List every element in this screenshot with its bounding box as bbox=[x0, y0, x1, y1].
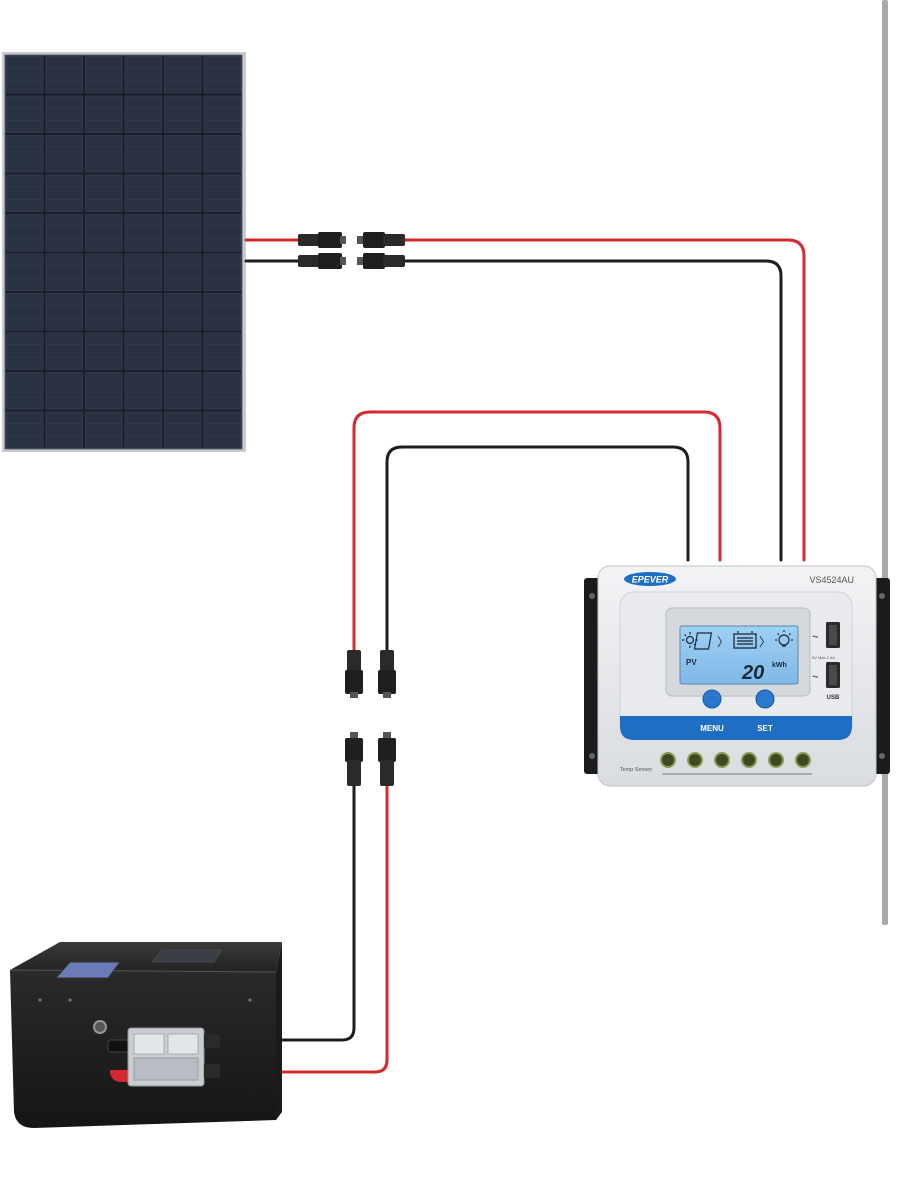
battery-positive-wire-upper bbox=[352, 410, 722, 654]
battery-positive-wire-lower bbox=[208, 784, 389, 1074]
terminal-screw bbox=[795, 752, 811, 768]
charge-controller: EPEVER VS4524AU PV 〉 〉 bbox=[584, 565, 890, 787]
lcd-pv-label: PV bbox=[686, 658, 697, 667]
set-button[interactable] bbox=[755, 689, 775, 709]
model-number: VS4524AU bbox=[809, 575, 854, 585]
solar-panel bbox=[2, 52, 246, 452]
mount-bracket-left bbox=[584, 578, 600, 774]
menu-button-label: MENU bbox=[700, 724, 724, 733]
usb-ports: ⏦ ⏦ 5V Max 2.4A USB bbox=[812, 622, 840, 701]
epever-logo: EPEVER bbox=[624, 572, 676, 586]
mc4-connector-icon bbox=[357, 232, 405, 248]
wiring bbox=[208, 238, 806, 1074]
terminal-block: Temp Sensor bbox=[620, 752, 812, 775]
mc4-connector-icon bbox=[357, 253, 405, 269]
wall-edge bbox=[882, 0, 888, 925]
mc4-connector-icon bbox=[298, 232, 346, 248]
pv-positive-to-controller bbox=[402, 238, 806, 562]
terminal-screw bbox=[768, 752, 784, 768]
battery-negative-wire-lower bbox=[218, 784, 356, 1042]
battery-display bbox=[54, 961, 121, 979]
lcd-value: 20 bbox=[741, 662, 764, 684]
terminal-screw bbox=[660, 752, 676, 768]
battery-switch[interactable] bbox=[93, 1020, 107, 1034]
lcd-unit: kWh bbox=[772, 662, 787, 669]
mc4-connector-icon bbox=[378, 732, 396, 786]
menu-button[interactable] bbox=[702, 689, 722, 709]
terminal-screw bbox=[687, 752, 703, 768]
mc4-connector-icon bbox=[378, 650, 396, 698]
battery bbox=[9, 942, 282, 1128]
mount-bracket-right bbox=[874, 578, 890, 774]
anderson-connector bbox=[127, 1027, 220, 1087]
arrow-right-icon: 〉 bbox=[717, 635, 729, 649]
brand-name: EPEVER bbox=[632, 575, 669, 585]
battery-icon bbox=[733, 631, 757, 649]
lcd-screen bbox=[679, 625, 799, 685]
mc4-connectors-pv bbox=[298, 232, 405, 269]
pv-negative-to-controller bbox=[402, 259, 783, 562]
terminal-screw bbox=[741, 752, 757, 768]
bulb-icon bbox=[775, 630, 793, 647]
battery-negative-wire-upper bbox=[385, 445, 690, 654]
mc4-connectors-battery bbox=[345, 650, 396, 786]
usb-label: USB bbox=[827, 695, 840, 701]
mc4-connector-icon bbox=[345, 732, 363, 786]
temp-sensor-label: Temp Sensor bbox=[620, 767, 653, 773]
terminal-screw bbox=[714, 752, 730, 768]
set-button-label: SET bbox=[757, 724, 773, 733]
mc4-connector-icon bbox=[298, 253, 346, 269]
arrow-right-icon-2: 〉 bbox=[759, 635, 771, 649]
solar-panel-icon bbox=[693, 632, 713, 650]
positive-terminal bbox=[110, 1070, 130, 1082]
usb-icon: ⏦ bbox=[812, 632, 819, 641]
mc4-connector-icon bbox=[345, 650, 363, 698]
usb-rating: 5V Max 2.4A bbox=[812, 655, 835, 660]
usb-icon-2: ⏦ bbox=[812, 672, 819, 681]
